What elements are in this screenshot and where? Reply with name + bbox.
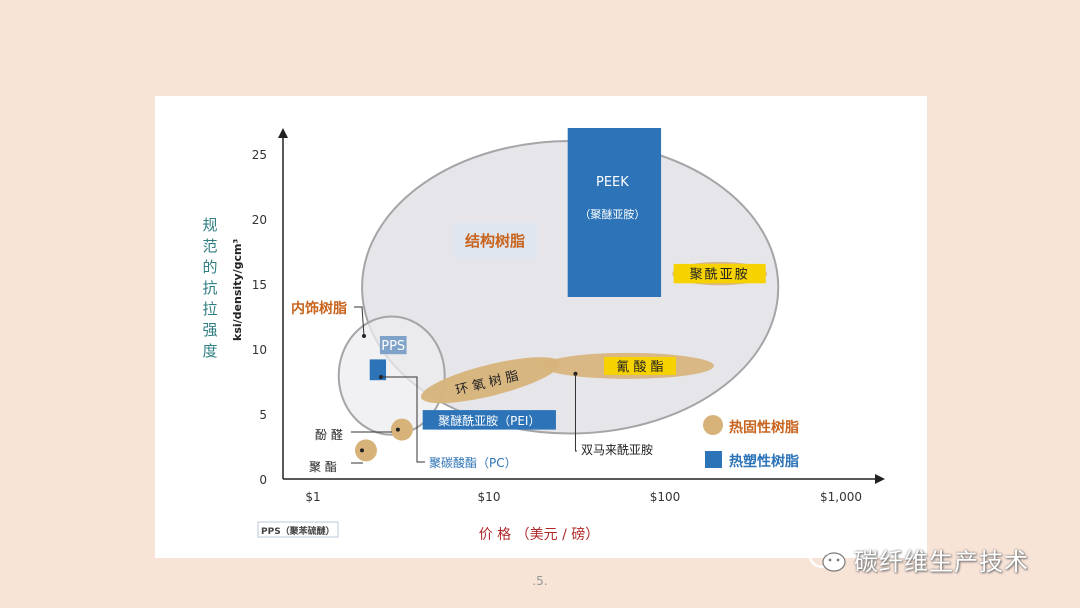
material-box-pps	[379, 336, 407, 355]
material-circle-phenolic	[390, 418, 413, 441]
legend-marker-thermoplastic	[705, 451, 722, 468]
legend-marker-thermoset	[703, 415, 723, 435]
material-box-pc	[369, 359, 387, 381]
material-ellipse-epoxy	[420, 357, 561, 404]
x-tick-label: $10	[478, 490, 501, 504]
interior-label-leader	[354, 306, 365, 337]
structural-label-bg	[453, 223, 537, 259]
phenolic-label: 酚 醛	[315, 427, 343, 442]
pei-label: 聚醚酰亚胺（PEI）	[438, 414, 540, 428]
y-tick-label: 0	[259, 473, 267, 487]
group-label-interior: 内饰树脂	[291, 300, 347, 317]
y-axis-label-char: 的	[202, 258, 217, 276]
footnote-box	[257, 521, 339, 538]
watermark-text: 碳纤维生产技术	[854, 547, 1029, 576]
legend-label-thermoset: 热固性树脂	[729, 419, 799, 436]
polyester-label: 聚 酯	[309, 460, 337, 474]
chart-slide: PEEK（聚醚亚胺）结构树脂内饰树脂聚酰亚胺氰 酸 酯环 氧 树 脂双马来酰亚胺…	[155, 96, 927, 558]
cyanate-ester-label: 氰 酸 酯	[616, 359, 663, 375]
y-axis-unit-label: ksi/density/gcm³	[231, 239, 244, 341]
pc-label: 聚碳酸酯（PC）	[429, 455, 517, 470]
y-axis-label-char: 强	[202, 321, 217, 339]
legend-label-thermoplastic: 热塑性树脂	[729, 453, 799, 470]
peek-sub-label: （聚醚亚胺）	[579, 207, 645, 221]
interior-label-dot	[362, 334, 366, 338]
x-tick-label: $100	[650, 490, 681, 504]
y-tick-label: 20	[252, 213, 267, 227]
material-bar-peek	[567, 128, 662, 297]
y-axis-label-char: 抗	[202, 279, 217, 297]
phenolic-dot	[395, 427, 400, 432]
x-axis-label: 价 格 （美元 / 磅）	[479, 526, 600, 543]
cyanate-ester-label-bg	[603, 356, 676, 375]
page-number: .5.	[532, 574, 548, 588]
y-tick-label: 25	[252, 148, 267, 162]
peek-label: PEEK	[596, 175, 629, 190]
material-circle-polyester	[354, 439, 377, 462]
material-bar-pei	[422, 410, 556, 430]
bismaleimide-leader	[574, 373, 577, 452]
y-axis-label-char: 规	[202, 216, 217, 234]
bismaleimide-label: 双马来酰亚胺	[581, 443, 653, 457]
y-axis-label-char: 范	[202, 237, 217, 255]
group-ellipse-interior	[337, 315, 446, 436]
y-axis-label-char: 度	[202, 342, 217, 360]
y-tick-label: 5	[259, 408, 267, 422]
pc-leader	[381, 376, 425, 463]
wechat-icon	[808, 543, 846, 572]
y-tick-label: 15	[252, 278, 267, 292]
polyimide-label-bg	[673, 263, 766, 284]
wechat-watermark: 碳纤维生产技术	[808, 538, 1029, 580]
group-label-structural: 结构树脂	[465, 232, 525, 250]
footnote-label: PPS（聚苯硫醚）	[261, 525, 335, 537]
polyimide-label: 聚酰亚胺	[690, 268, 750, 283]
polyester-dot	[359, 448, 364, 453]
pps-label: PPS	[381, 339, 405, 354]
x-tick-label: $1,000	[820, 490, 862, 504]
y-tick-label: 10	[252, 343, 267, 357]
x-tick-label: $1	[305, 490, 320, 504]
y-axis-label-char: 拉	[202, 300, 217, 318]
